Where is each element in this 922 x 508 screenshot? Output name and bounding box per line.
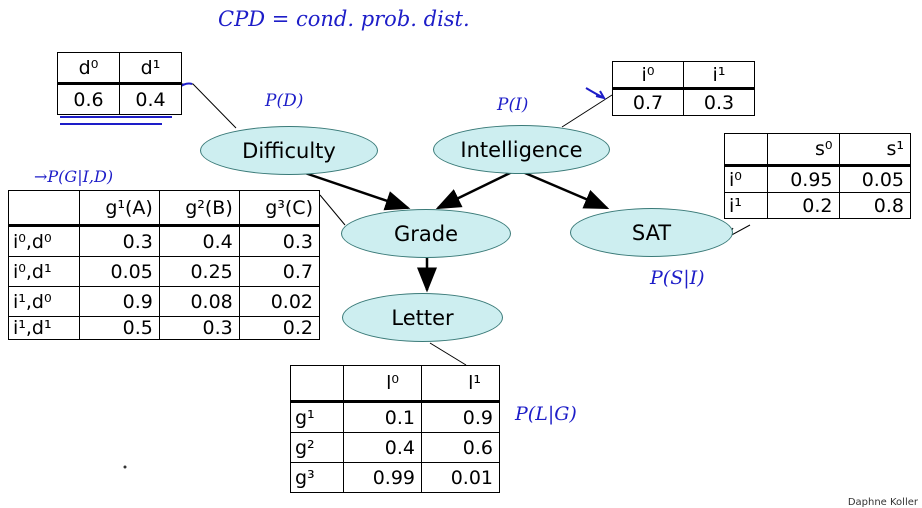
cpt-g-cell: 0.9	[79, 286, 160, 317]
cpt-g-row-label: i¹,d⁰	[8, 286, 80, 317]
cpt-s-header: s¹	[838, 133, 911, 166]
cpt-s-cell: 0.8	[838, 192, 911, 219]
cpt-i-header: i⁰	[612, 61, 684, 89]
cpt-g-cell: 0.3	[158, 316, 240, 340]
cpt-s-header: s⁰	[767, 133, 840, 166]
cpt-g-cell: 0.3	[79, 224, 160, 257]
cpt-l-header: l⁰	[343, 365, 422, 402]
cpt-g-cell: 0.3	[238, 224, 321, 257]
node-intelligence: Intelligence	[433, 125, 610, 174]
node-grade: Grade	[341, 209, 511, 258]
cpt-g-row-label: i⁰,d¹	[8, 256, 80, 287]
dot-mark	[123, 465, 127, 469]
cpt-l-header: l¹	[421, 365, 500, 402]
cpt-s-row-label: i⁰	[724, 164, 768, 193]
node-difficulty: Difficulty	[200, 126, 378, 175]
edge-difficulty-grade	[304, 171, 411, 211]
cpt-d-value: 0.6	[57, 82, 120, 115]
cpt-g-cell: 0.25	[158, 256, 240, 287]
p-s-annotation: P(S|I)	[650, 267, 705, 289]
cpt-letter: l⁰ l¹ g¹ 0.1 0.9 g² 0.4 0.6 g³ 0.99 0.01	[290, 365, 500, 493]
node-letter: Letter	[342, 293, 503, 342]
pointer-i	[561, 94, 613, 128]
cpt-g-header: g³(C)	[238, 190, 321, 226]
cpt-i-value: 0.7	[612, 87, 684, 116]
pointer-l	[429, 342, 467, 366]
cpt-s-cell: 0.05	[838, 164, 911, 193]
cpt-l-cell: 0.4	[343, 432, 422, 463]
underline-d	[60, 116, 172, 125]
cpt-s-cell: 0.95	[767, 164, 840, 193]
cpt-s-header	[724, 133, 768, 166]
cpt-g-cell: 0.05	[79, 256, 160, 287]
cpt-g-row-label: i⁰,d⁰	[8, 224, 80, 257]
arrow-i	[585, 87, 607, 100]
cpt-g-cell: 0.08	[158, 286, 240, 317]
edge-intelligence-sat	[517, 168, 610, 210]
cpt-l-row-label: g²	[290, 432, 344, 463]
cpt-l-cell: 0.1	[343, 400, 422, 433]
cpt-d-value: 0.4	[119, 82, 182, 115]
cpt-d-header: d⁰	[57, 52, 120, 84]
cpt-g-cell: 0.4	[158, 224, 240, 257]
cpt-sat: s⁰ s¹ i⁰ 0.95 0.05 i¹ 0.2 0.8	[724, 133, 911, 219]
p-d-annotation: P(D)	[265, 91, 304, 111]
pointer-d	[182, 83, 237, 129]
p-l-annotation: P(L|G)	[515, 403, 577, 425]
cpt-l-row-label: g³	[290, 462, 344, 493]
cpt-grade: g¹(A) g²(B) g³(C) i⁰,d⁰ 0.3 0.4 0.3 i⁰,d…	[8, 190, 321, 340]
cpt-i-header: i¹	[683, 61, 755, 89]
cpt-s-cell: 0.2	[767, 192, 840, 219]
cpt-l-cell: 0.9	[421, 400, 500, 433]
cpt-l-cell: 0.99	[343, 462, 422, 493]
cpt-l-header	[290, 365, 344, 402]
cpt-intelligence: i⁰ i¹ 0.7 0.3	[612, 61, 755, 116]
edge-intelligence-grade	[435, 170, 513, 210]
cpt-g-header: g¹(A)	[79, 190, 160, 226]
cpt-l-cell: 0.6	[421, 432, 500, 463]
cpt-l-cell: 0.01	[421, 462, 500, 493]
author-credit: Daphne Koller	[847, 497, 918, 508]
cpt-i-value: 0.3	[683, 87, 755, 116]
cpt-g-cell: 0.7	[238, 256, 321, 287]
cpd-annotation: CPD = cond. prob. dist.	[218, 7, 470, 31]
pointer-g	[319, 194, 346, 226]
cpt-g-header: g²(B)	[158, 190, 240, 226]
cpt-g-header	[8, 190, 80, 226]
cpt-g-cell: 0.02	[238, 286, 321, 317]
p-i-annotation: P(I)	[497, 95, 529, 115]
cpt-g-cell: 0.2	[238, 316, 321, 340]
cpt-l-row-label: g¹	[290, 400, 344, 433]
p-g-annotation: →P(G|I,D)	[34, 167, 114, 186]
cpt-d-header: d¹	[119, 52, 182, 84]
cpt-difficulty: d⁰ d¹ 0.6 0.4	[57, 52, 182, 115]
cpt-g-row-label: i¹,d¹	[8, 316, 80, 340]
node-sat: SAT	[570, 208, 733, 257]
cpt-g-cell: 0.5	[79, 316, 160, 340]
cpt-s-row-label: i¹	[724, 192, 768, 219]
